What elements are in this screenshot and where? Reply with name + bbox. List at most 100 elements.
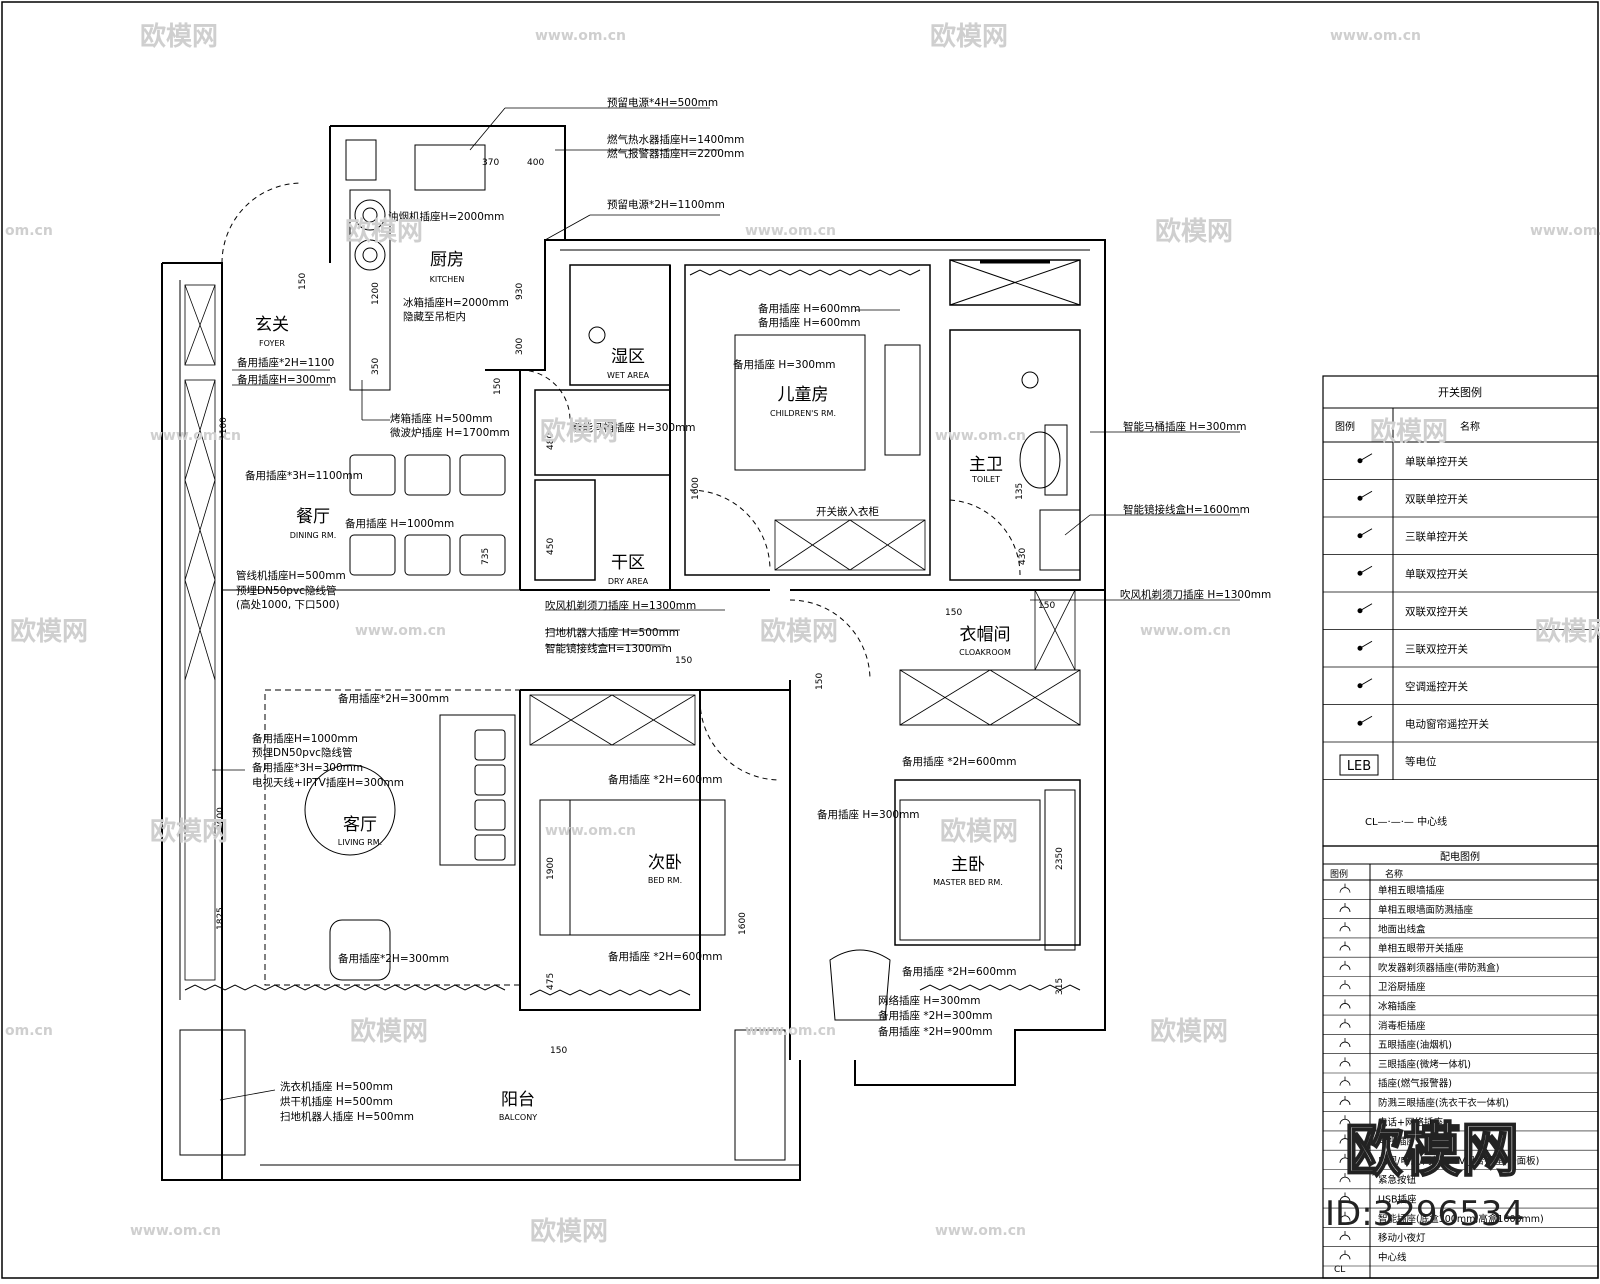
watermark-url: www.om.cn: [545, 823, 636, 839]
annotation: 备用插座 *2H=600mm: [608, 773, 722, 786]
socket-legend-item: 卫浴厨插座: [1378, 981, 1426, 993]
watermark-brand: 欧模网: [760, 616, 838, 647]
centerline-legend: CL—·—·— 中心线: [1365, 815, 1447, 828]
watermark-brand: 欧模网: [1535, 616, 1600, 647]
annotation: 备用插座 H=300mm: [733, 358, 836, 371]
logo-watermark: 欧模网 ID:3296534: [1325, 1115, 1524, 1234]
dimension: 430: [1018, 548, 1028, 565]
annotation: 吹风机剃须刀插座 H=1300mm: [1120, 588, 1271, 601]
switch-symbol-icon: [1357, 528, 1373, 539]
cabinets: [184, 284, 1081, 981]
leb-symbol: LEB: [1347, 759, 1371, 774]
switch-legend-item: 双联双控开关: [1405, 605, 1468, 618]
dimension: 2000: [216, 807, 226, 830]
kitchen-label: 厨房: [430, 250, 464, 270]
annotation: 智能马桶插座 H=300mm: [1123, 420, 1247, 433]
annotation: 冰箱插座H=2000mm: [403, 296, 509, 309]
dry-area-label: 干区: [611, 553, 645, 573]
annotation: 备用插座 *2H=900mm: [878, 1025, 992, 1038]
logo-brand: 欧模网: [1345, 1116, 1519, 1184]
master-bed-label-en: MASTER BED RM.: [933, 878, 1003, 887]
switch-symbol-icon: [1357, 715, 1373, 726]
watermark-url: www.om.cn: [935, 1223, 1026, 1239]
watermark-url: www.om.cn: [535, 28, 626, 44]
annotation: 智能镜接线盒H=1300mm: [545, 642, 672, 655]
watermark-brand: 欧模网: [140, 21, 218, 52]
annotation: 备用插座*3H=1100mm: [245, 469, 363, 482]
socket-legend-title: 配电图例: [1440, 850, 1480, 863]
dimension: 1600: [691, 477, 701, 500]
dimension: 135: [1015, 483, 1025, 500]
window-marks: [184, 269, 1081, 996]
dimension: 450: [546, 538, 556, 555]
switch-symbol-icon: [1357, 603, 1373, 614]
dimension: 150: [675, 656, 692, 666]
socket-legend-item: 移动小夜灯: [1378, 1232, 1426, 1244]
logo-id: ID:3296534: [1325, 1194, 1524, 1234]
wet-area-label-en: WET AREA: [607, 371, 649, 380]
annotation: 预留电源*4H=500mm: [607, 96, 718, 109]
dimension: 735: [481, 548, 491, 565]
socket-symbol-icon: [1339, 1211, 1351, 1221]
socket-legend-item: 三眼插座(微烤一体机): [1378, 1058, 1471, 1070]
watermark-url: www.om.cn: [355, 623, 446, 639]
socket-legend-item: 中心线: [1378, 1251, 1407, 1263]
watermark-url: www.om.cn: [1530, 223, 1600, 239]
socket-symbol-icon: [1339, 1250, 1351, 1260]
switch-legend-title: 开关图例: [1438, 385, 1482, 399]
socket-legend-item: 五眼插座(油烟机): [1378, 1039, 1452, 1051]
socket-legend-item: 消毒柜插座: [1378, 1020, 1426, 1032]
watermark-brand: 欧模网: [350, 1016, 428, 1047]
switch-legend-item: 等电位: [1405, 755, 1437, 768]
dry-area-label-en: DRY AREA: [608, 577, 649, 586]
watermark-brand: 欧模网: [10, 616, 88, 647]
socket-symbol-icon: [1339, 1018, 1351, 1028]
annotation: 吹风机剃须刀插座 H=1300mm: [545, 599, 696, 612]
leader-lines: [212, 107, 1240, 1101]
bed2-label-en: BED RM.: [648, 876, 682, 885]
annotation: 备用插座*3H=300mm: [252, 761, 363, 774]
socket-legend-item: 冰箱插座: [1378, 1000, 1417, 1012]
socket-legend-col-name: 名称: [1385, 868, 1403, 880]
cloakroom-label-en: CLOAKROOM: [959, 648, 1011, 657]
socket-legend-item: 电视/电话/网络/IPTV组合插座(一面板): [1378, 1155, 1539, 1167]
walls: [161, 125, 1106, 1181]
dimension: 150: [550, 1046, 567, 1056]
dimension: 150: [298, 273, 308, 290]
watermark-brand: 欧模网: [345, 216, 423, 247]
watermark-brand: 欧模网: [1155, 216, 1233, 247]
switch-legend-item: 电动窗帘遥控开关: [1405, 717, 1489, 730]
annotation: 预埋DN50pvc隐线管: [252, 746, 352, 759]
switch-legend-item: 双联单控开关: [1405, 492, 1468, 505]
watermark-url: www.om.cn: [130, 1223, 221, 1239]
living-label: 客厅: [343, 815, 377, 835]
watermark-url: www.om.cn: [745, 1023, 836, 1039]
dimension: 1100: [219, 417, 229, 440]
socket-legend-item: 智能插座(底盒300mm,高盒1600mm): [1378, 1213, 1544, 1225]
cloakroom-label: 衣帽间: [960, 625, 1011, 645]
switch-legend-item: 三联单控开关: [1405, 530, 1468, 543]
socket-symbol-icon: [1339, 999, 1351, 1009]
socket-symbol-icon: [1339, 1076, 1351, 1086]
socket-legend: 配电图例 图例 名称 单相五眼墙插座单相五眼墙面防溅插座地面出线盒单相五眼带开关…: [1322, 845, 1599, 1279]
socket-symbol-icon: [1339, 980, 1351, 990]
kitchen-label-en: KITCHEN: [430, 275, 465, 284]
dimension: 930: [515, 283, 525, 300]
annotation: 网络插座 H=300mm: [878, 994, 981, 1007]
room-labels: 厨房 KITCHEN 玄关 FOYER 湿区 WET AREA 干区 DRY A…: [255, 250, 1011, 1122]
annotation: 预留电源*2H=1100mm: [607, 198, 725, 211]
socket-legend-item: 插座(燃气报警器): [1378, 1078, 1452, 1090]
dimension: 315: [1055, 978, 1065, 995]
switch-symbol-icon: [1357, 565, 1373, 576]
wet-area-label: 湿区: [611, 347, 645, 367]
annotation: 备用插座 H=600mm: [758, 302, 861, 315]
socket-legend-item: USB插座: [1378, 1193, 1417, 1205]
dimensions: 370 400 150 1200 930 300 350 150 1100 45…: [216, 158, 1065, 1056]
annotation: 备用插座 *2H=600mm: [608, 950, 722, 963]
annotation: 开关嵌入衣柜: [816, 505, 879, 518]
watermark-url: www.om.cn: [745, 223, 836, 239]
annotation: 预埋DN50pvc隐线管: [236, 584, 336, 597]
bed2-label: 次卧: [648, 853, 682, 873]
watermark-url: www.om.cn: [1140, 623, 1231, 639]
